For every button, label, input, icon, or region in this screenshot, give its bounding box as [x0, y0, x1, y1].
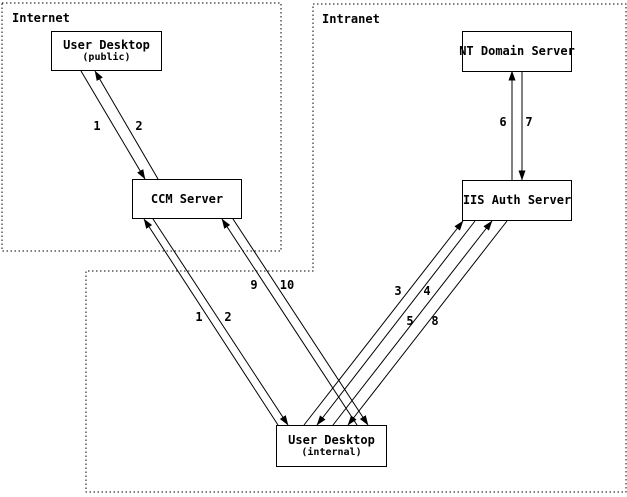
arrow-label-2-public: 2	[135, 119, 143, 133]
node-nt-domain-server: NT Domain Server	[459, 31, 575, 72]
region-label-internet: Internet	[12, 11, 70, 25]
node-title: NT Domain Server	[459, 44, 575, 58]
node-user-desktop-public: User Desktop (public)	[51, 31, 162, 71]
arrow-label-4: 4	[423, 284, 431, 298]
arrow-label-3: 3	[394, 284, 402, 298]
arrow-label-1-public: 1	[93, 119, 101, 133]
arrow-label-2-internal: 2	[224, 310, 232, 324]
node-title: User Desktop	[63, 38, 150, 52]
region-label-intranet: Intranet	[322, 12, 380, 26]
arrow-label-5: 5	[406, 314, 414, 328]
arrow-label-7: 7	[525, 115, 533, 129]
node-title: CCM Server	[150, 191, 224, 206]
node-title: IIS Auth Server	[462, 193, 572, 207]
arrow-label-6: 6	[499, 115, 507, 129]
arrow-label-10: 10	[279, 278, 295, 292]
node-title: User Desktop	[288, 433, 375, 447]
arrow-label-8: 8	[431, 314, 439, 328]
arrow-label-1-internal: 1	[195, 310, 203, 324]
arrow-label-9: 9	[250, 278, 258, 292]
node-iis-auth-server: IIS Auth Server	[462, 180, 572, 221]
node-user-desktop-internal: User Desktop (internal)	[276, 425, 387, 467]
node-subtitle: (public)	[82, 52, 131, 63]
node-ccm-server: CCM Server	[132, 179, 242, 219]
node-subtitle: (internal)	[301, 447, 362, 458]
